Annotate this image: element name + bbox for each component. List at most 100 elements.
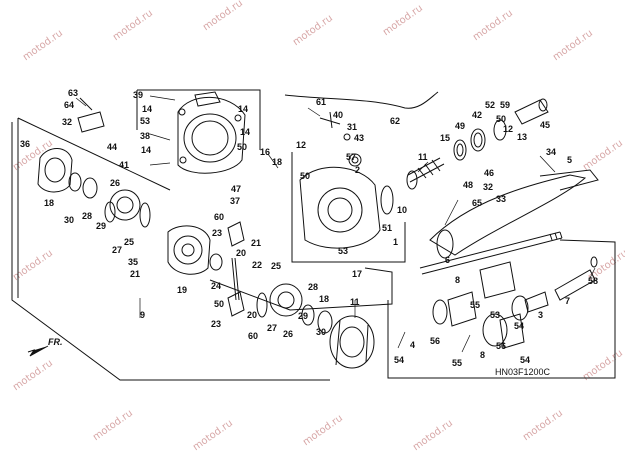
pinion-shaft-upper: [406, 157, 445, 190]
callout-24: 24: [211, 281, 222, 291]
callout-62: 62: [390, 116, 401, 126]
callout-36: 36: [20, 139, 31, 149]
callout-60a: 60: [214, 212, 225, 222]
callout-4: 4: [410, 340, 416, 350]
callout-6: 6: [445, 255, 451, 265]
callout-41: 41: [119, 160, 130, 170]
callout-63: 63: [68, 88, 79, 98]
callout-7: 7: [565, 296, 571, 306]
callout-26: 26: [110, 178, 121, 188]
callout-25b: 25: [271, 261, 282, 271]
callout-21b: 21: [251, 238, 262, 248]
callout-35: 35: [128, 257, 139, 267]
assembly-bracket-14: [136, 89, 261, 150]
callout-14a: 14: [142, 104, 153, 114]
callout-33: 33: [496, 194, 507, 204]
callout-59: 59: [500, 100, 511, 110]
spider-gears: [209, 221, 245, 317]
callout-29: 29: [96, 221, 107, 231]
callout-23a: 23: [212, 228, 223, 238]
propeller-shaft: [419, 231, 563, 275]
callout-50b: 50: [214, 299, 225, 309]
callout-20a: 20: [236, 248, 247, 258]
callout-12b: 12: [503, 124, 514, 134]
callout-29b: 29: [298, 311, 309, 321]
callout-50c: 50: [300, 171, 311, 181]
callout-10: 10: [397, 205, 408, 215]
callout-12: 12: [296, 140, 307, 150]
callout-34: 34: [546, 147, 557, 157]
assembly-bracket-upper: [17, 117, 171, 298]
callout-45: 45: [540, 120, 551, 130]
callout-20b: 20: [247, 310, 258, 320]
direction-label: FR.: [48, 337, 63, 347]
callout-2: 2: [355, 165, 361, 175]
callout-55b: 55: [452, 358, 463, 368]
propeller-shaft-splines: [549, 231, 563, 241]
leader-lines: [75, 95, 596, 353]
callout-14d: 14: [240, 127, 251, 137]
callout-47: 47: [231, 184, 242, 194]
differential-housing: [299, 153, 394, 249]
callout-60b: 60: [248, 331, 259, 341]
callout-8b: 8: [480, 350, 486, 360]
callout-28b: 28: [308, 282, 319, 292]
callout-58: 58: [588, 276, 599, 286]
callout-48: 48: [463, 180, 474, 190]
callout-65: 65: [472, 198, 483, 208]
callout-43: 43: [354, 133, 365, 143]
callout-53a: 53: [140, 116, 151, 126]
callout-28: 28: [82, 211, 93, 221]
callout-23b: 23: [211, 319, 222, 329]
callout-17: 17: [352, 269, 363, 279]
callout-54c: 54: [520, 355, 531, 365]
callout-3: 3: [538, 310, 544, 320]
callout-18: 18: [44, 198, 55, 208]
callout-11b: 11: [350, 297, 360, 307]
callout-19: 19: [177, 285, 188, 295]
callout-55a: 55: [470, 300, 481, 310]
front-cover-housing: [177, 91, 246, 174]
callout-1: 1: [393, 237, 399, 247]
callout-52: 52: [485, 100, 496, 110]
assembly-bracket-9: [11, 122, 330, 381]
bracket-32: [77, 111, 105, 133]
bolt-43: [343, 133, 351, 141]
differential-case-19: [167, 225, 211, 275]
callout-32: 32: [62, 117, 73, 127]
callout-51: 51: [382, 223, 393, 233]
callout-30b: 30: [316, 327, 327, 337]
callout-30: 30: [64, 215, 75, 225]
callout-27b: 27: [267, 323, 278, 333]
callout-53b: 53: [338, 246, 349, 256]
callout-64: 64: [64, 100, 75, 110]
rear-cover-left: [37, 148, 98, 199]
clutch-gear-set-upper: [104, 189, 151, 228]
diagram-code: HN03F1200C: [495, 367, 551, 377]
callout-38: 38: [140, 131, 151, 141]
callout-32b: 32: [483, 182, 494, 192]
front-direction-arrow: [27, 345, 49, 357]
callout-37: 37: [230, 196, 241, 206]
callout-18b: 18: [272, 157, 283, 167]
callout-56b: 56: [496, 341, 507, 351]
joint-assembly-lower-right: [432, 256, 598, 349]
callout-26b: 26: [283, 329, 294, 339]
clutch-gear-set-lower: [256, 283, 333, 334]
callout-39: 39: [133, 90, 144, 100]
callout-61: 61: [316, 97, 327, 107]
bolt-64: [79, 97, 93, 111]
callout-25: 25: [124, 237, 135, 247]
bearing-set-upper-right: [453, 98, 549, 161]
assembly-bracket-right: [387, 239, 616, 379]
ring-gear: [329, 315, 375, 369]
callout-15: 15: [440, 133, 451, 143]
callout-42: 42: [472, 110, 483, 120]
callout-21: 21: [130, 269, 141, 279]
callout-49: 49: [455, 121, 466, 131]
callout-16: 16: [260, 147, 271, 157]
callout-5: 5: [567, 155, 573, 165]
callout-18c: 18: [319, 294, 330, 304]
